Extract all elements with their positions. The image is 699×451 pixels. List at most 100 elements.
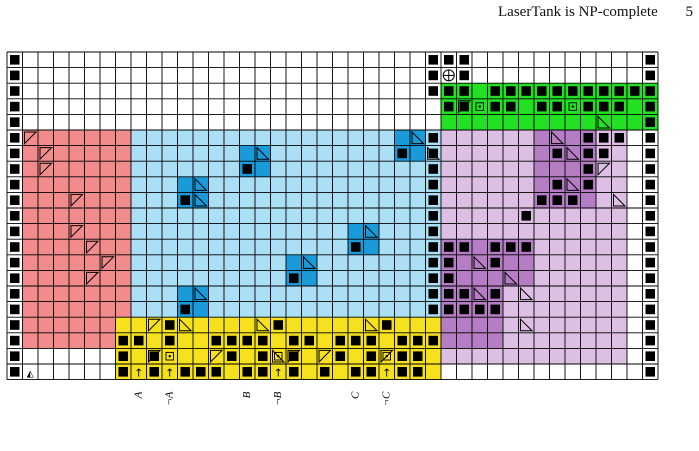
- solid-block: [10, 86, 20, 96]
- solid-block: [10, 70, 20, 81]
- solid-block: [10, 273, 20, 283]
- mirror-block: [148, 349, 162, 364]
- solid-block: [258, 351, 268, 361]
- solid-block: [273, 320, 283, 330]
- solid-block: [444, 257, 454, 268]
- mirror-block: [473, 286, 487, 301]
- solid-block: [211, 367, 221, 377]
- solid-block: [645, 367, 655, 377]
- up-arrow-icon: ↑: [382, 367, 391, 380]
- solid-block: [614, 101, 624, 112]
- solid-block: [645, 273, 655, 283]
- solid-block: [583, 133, 593, 143]
- solid-block: [258, 367, 268, 377]
- solid-block: [459, 304, 469, 315]
- solid-block: [180, 367, 190, 377]
- solid-block: [537, 86, 547, 96]
- solid-block: [428, 226, 438, 237]
- solid-block: [428, 133, 438, 143]
- solid-block: [351, 242, 361, 252]
- solid-block: [10, 320, 20, 330]
- up-arrow-icon: ↑: [165, 367, 174, 380]
- switch-block: [165, 351, 174, 361]
- solid-block: [397, 148, 407, 159]
- solid-block: [10, 226, 20, 237]
- solid-block: [413, 351, 423, 361]
- solid-block: [258, 335, 268, 346]
- solid-block: [444, 273, 454, 283]
- solid-block: [289, 367, 299, 377]
- solid-block: [351, 367, 361, 377]
- solid-block: [645, 211, 655, 221]
- solid-block: [444, 289, 454, 299]
- solid-block: [397, 335, 407, 346]
- solid-block: [397, 367, 407, 377]
- solid-block: [444, 86, 454, 96]
- solid-block: [10, 211, 20, 221]
- solid-block: [10, 195, 20, 205]
- mirror-block: [86, 271, 100, 286]
- solid-block: [552, 148, 562, 159]
- solid-block: [428, 195, 438, 205]
- solid-block: [118, 367, 128, 377]
- solid-block: [118, 335, 128, 346]
- solid-block: [645, 226, 655, 237]
- solid-block: [196, 367, 206, 377]
- solid-block: [645, 164, 655, 174]
- variable-label: ¬B: [272, 391, 284, 405]
- solid-block: [428, 164, 438, 174]
- variable-label: ¬C: [381, 391, 393, 406]
- solid-block: [149, 367, 159, 377]
- solid-block: [645, 86, 655, 96]
- mirror-block: [411, 130, 425, 145]
- solid-block: [552, 86, 562, 96]
- solid-block: [599, 148, 609, 159]
- mirror-block: [597, 115, 611, 129]
- solid-block: [537, 101, 547, 112]
- solid-block: [227, 335, 237, 346]
- mirror-block: [365, 224, 379, 238]
- solid-block: [552, 195, 562, 205]
- mirror-block: [303, 255, 317, 269]
- solid-block: [645, 320, 655, 330]
- solid-block: [490, 257, 500, 268]
- solid-block: [521, 86, 531, 96]
- solid-block: [506, 242, 516, 252]
- mirror-block: [148, 318, 162, 333]
- solid-block: [459, 55, 469, 65]
- mirror-block: [566, 146, 580, 160]
- solid-block: [599, 101, 609, 112]
- solid-block: [428, 242, 438, 252]
- solid-block: [630, 86, 640, 96]
- solid-block: [289, 335, 299, 346]
- solid-block: [428, 70, 438, 81]
- solid-block: [583, 101, 593, 112]
- solid-block: [428, 273, 438, 283]
- solid-block: [10, 117, 20, 127]
- solid-block: [10, 304, 20, 315]
- solid-block: [599, 86, 609, 96]
- switch-dot: [571, 105, 574, 108]
- solid-block: [459, 70, 469, 81]
- solid-block: [10, 164, 20, 174]
- solid-block: [10, 242, 20, 252]
- page-number: 5: [685, 4, 694, 20]
- up-arrow-icon: ↑: [134, 367, 143, 380]
- solid-block: [490, 86, 500, 96]
- mirror-block: [39, 162, 53, 177]
- mirror-block: [179, 317, 193, 332]
- solid-block: [428, 55, 438, 65]
- solid-block: [568, 86, 578, 96]
- mirror-block: [256, 317, 270, 332]
- solid-block: [134, 335, 144, 346]
- solid-block: [645, 133, 655, 143]
- solid-block: [506, 86, 516, 96]
- mirror-block: [613, 193, 627, 207]
- switch-block: [382, 351, 391, 361]
- mirror-block: [256, 146, 270, 160]
- solid-block: [428, 335, 438, 346]
- solid-block: [428, 304, 438, 315]
- solid-block: [490, 101, 500, 112]
- solid-block: [475, 304, 485, 315]
